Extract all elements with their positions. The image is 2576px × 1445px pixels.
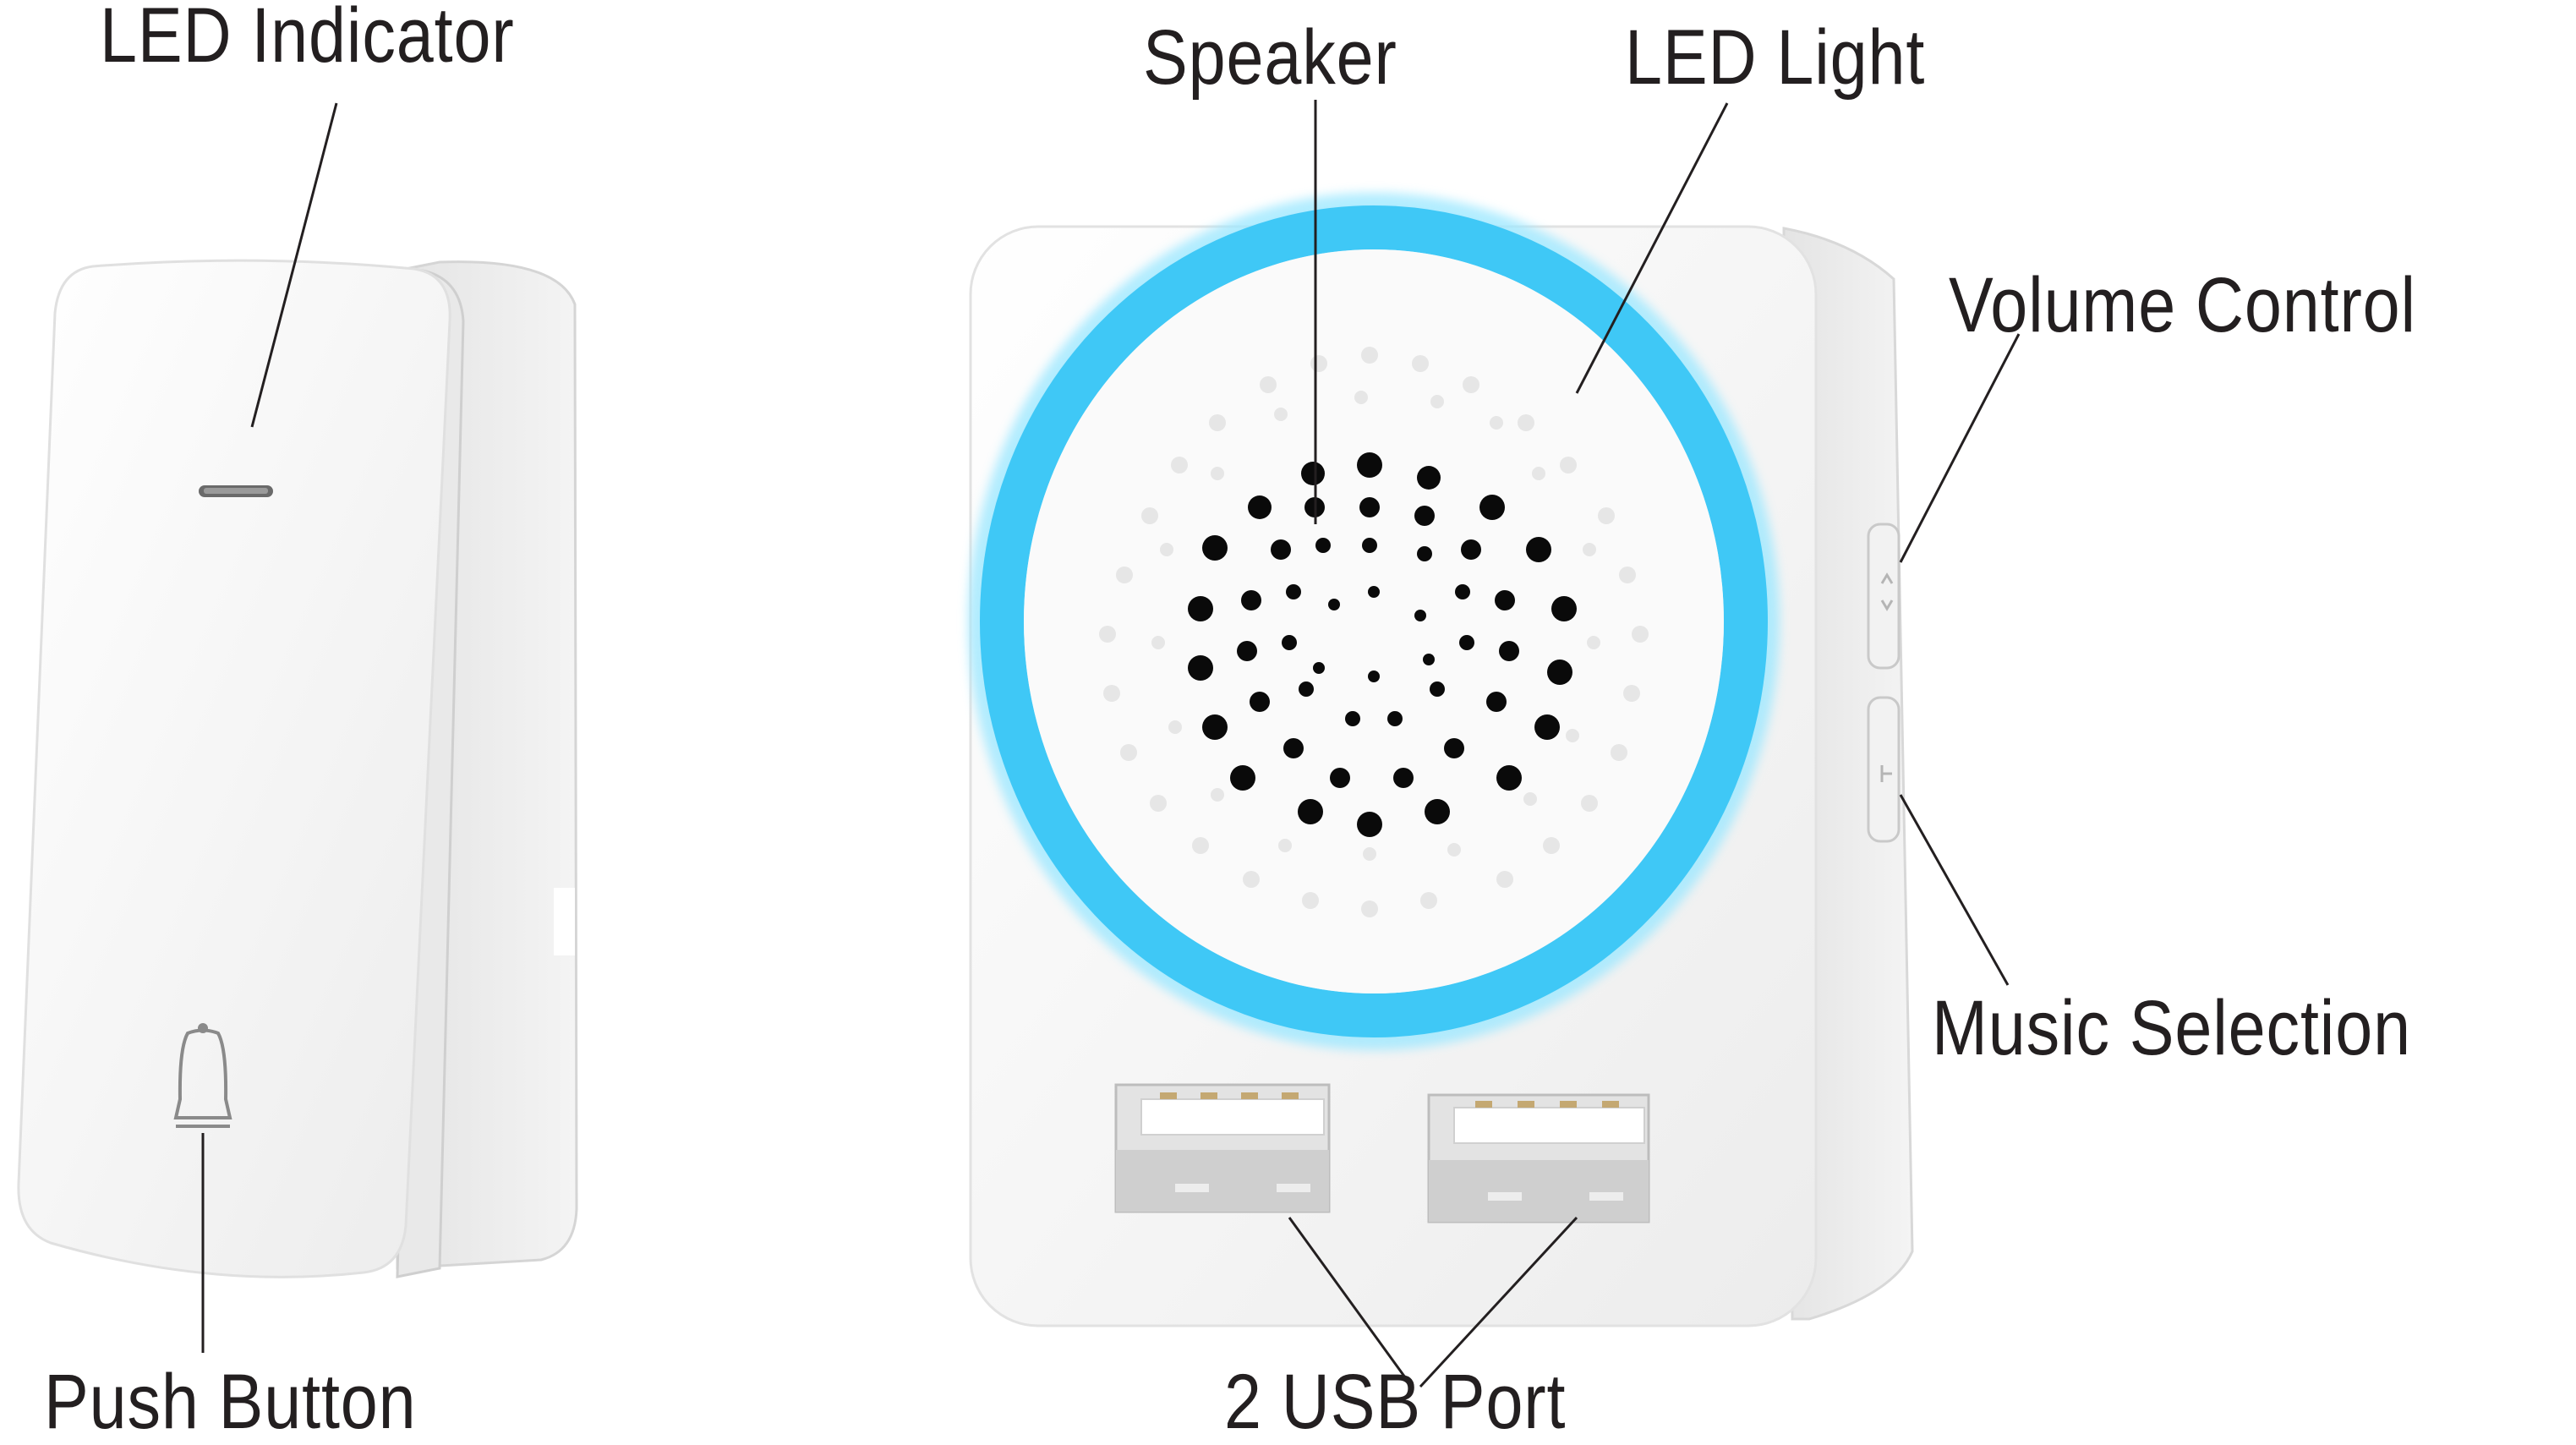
leader-led-light	[1575, 102, 1729, 394]
usb-port-1[interactable]	[1114, 1083, 1331, 1213]
label-push-button: Push Button	[44, 1359, 417, 1445]
label-speaker: Speaker	[1143, 14, 1397, 101]
music-selection-button[interactable]	[1867, 696, 1901, 843]
label-usb-ports: 2 USB Port	[1224, 1359, 1567, 1445]
leader-led-indicator	[250, 102, 338, 428]
volume-control-button[interactable]	[1867, 523, 1901, 670]
led-light-ring	[968, 193, 1780, 1050]
label-volume-control: Volume Control	[1949, 262, 2416, 348]
bell-icon[interactable]	[173, 1023, 232, 1128]
usb-port-2[interactable]	[1427, 1093, 1650, 1223]
leader-music-selection	[1899, 794, 2010, 986]
label-music-selection: Music Selection	[1932, 985, 2411, 1071]
callout-lines	[201, 100, 2021, 1388]
push-button-transmitter	[17, 259, 578, 1278]
music-glyph-icon	[1880, 765, 1892, 782]
leader-usb-1	[1288, 1217, 1414, 1388]
leader-volume-control	[1899, 333, 2021, 563]
label-led-light: LED Light	[1625, 14, 1926, 101]
leader-usb-2	[1419, 1216, 1578, 1388]
plug-in-receiver	[968, 193, 1914, 1327]
label-led-indicator: LED Indicator	[100, 0, 515, 79]
volume-glyph-icon	[1880, 572, 1894, 611]
transmitter-face[interactable]	[17, 259, 451, 1278]
